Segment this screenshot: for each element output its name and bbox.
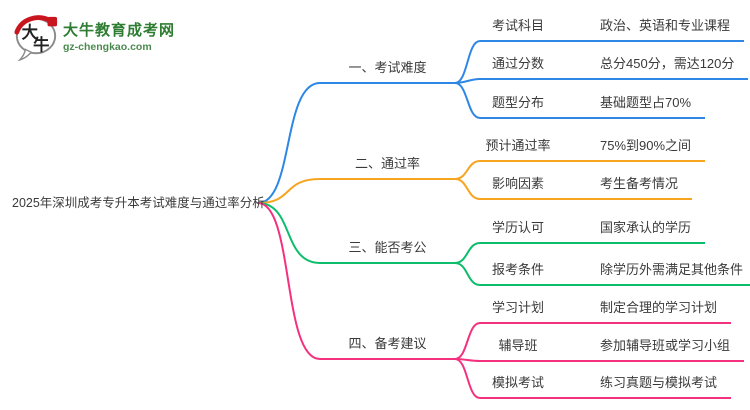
subtopic-label: 模拟考试 bbox=[491, 375, 544, 390]
subtopic-row: 辅导班 参加辅导班或学习小组 bbox=[480, 337, 745, 362]
subtopic-label: 报考条件 bbox=[491, 262, 544, 277]
subtopic-row: 影响因素 考生备考情况 bbox=[480, 175, 693, 200]
subtopic-label: 学习计划 bbox=[491, 300, 544, 315]
subtopic-row: 通过分数 总分450分，需达120分 bbox=[480, 55, 749, 80]
subtopic-row: 学习计划 制定合理的学习计划 bbox=[480, 299, 732, 324]
subtopic-row: 考试科目 政治、英语和专业课程 bbox=[480, 17, 745, 42]
subtopic-value: 75%到90%之间 bbox=[600, 138, 692, 153]
subtopic-row: 报考条件 除学历外需满足其他条件 bbox=[480, 261, 750, 286]
speech-bubble-logo-icon: 大 牛 bbox=[14, 15, 58, 61]
logo-char-niu: 牛 bbox=[33, 35, 49, 54]
subtopic-label: 辅导班 bbox=[498, 338, 538, 353]
logo-char-da: 大 bbox=[22, 23, 39, 42]
subtopic-row: 预计通过率 75%到90%之间 bbox=[480, 137, 706, 162]
site-logo: 大 牛 大牛教育成考网 gz-chengkao.com bbox=[13, 11, 175, 61]
subtopic-value: 总分450分，需达120分 bbox=[600, 56, 735, 71]
subtopic-value: 除学历外需满足其他条件 bbox=[600, 262, 744, 277]
subtopic-label: 学历认可 bbox=[491, 220, 544, 235]
root-topic: 2025年深圳成考专升本考试难度与通过率分析 bbox=[12, 196, 265, 210]
subtopic-value: 考生备考情况 bbox=[600, 176, 679, 191]
branch-pass-rate: 二、通过率 bbox=[320, 155, 455, 180]
subtopic-value: 基础题型占70% bbox=[600, 95, 692, 110]
site-url: gz-chengkao.com bbox=[63, 41, 152, 53]
subtopic-value: 练习真题与模拟考试 bbox=[600, 375, 718, 390]
subtopic-row: 题型分布 基础题型占70% bbox=[480, 94, 706, 119]
subtopic-label: 题型分布 bbox=[491, 95, 544, 110]
branch-exam-difficulty: 一、考试难度 bbox=[320, 59, 455, 84]
logo-text-block: 大牛教育成考网 gz-chengkao.com bbox=[63, 11, 175, 53]
subtopic-label: 影响因素 bbox=[491, 176, 544, 191]
subtopic-label: 预计通过率 bbox=[485, 138, 551, 153]
subtopic-row: 学历认可 国家承认的学历 bbox=[480, 219, 706, 244]
subtopic-row: 模拟考试 练习真题与模拟考试 bbox=[480, 374, 732, 399]
subtopic-value: 参加辅导班或学习小组 bbox=[600, 338, 731, 353]
subtopic-value: 国家承认的学历 bbox=[600, 220, 692, 235]
subtopic-value: 制定合理的学习计划 bbox=[600, 300, 718, 315]
branch-prep-advice: 四、备考建议 bbox=[320, 335, 455, 360]
subtopic-label: 通过分数 bbox=[491, 56, 544, 71]
subtopic-value: 政治、英语和专业课程 bbox=[600, 18, 731, 33]
subtopic-label: 考试科目 bbox=[491, 18, 544, 33]
site-name: 大牛教育成考网 bbox=[63, 22, 176, 39]
branch-civil-service: 三、能否考公 bbox=[320, 239, 455, 264]
